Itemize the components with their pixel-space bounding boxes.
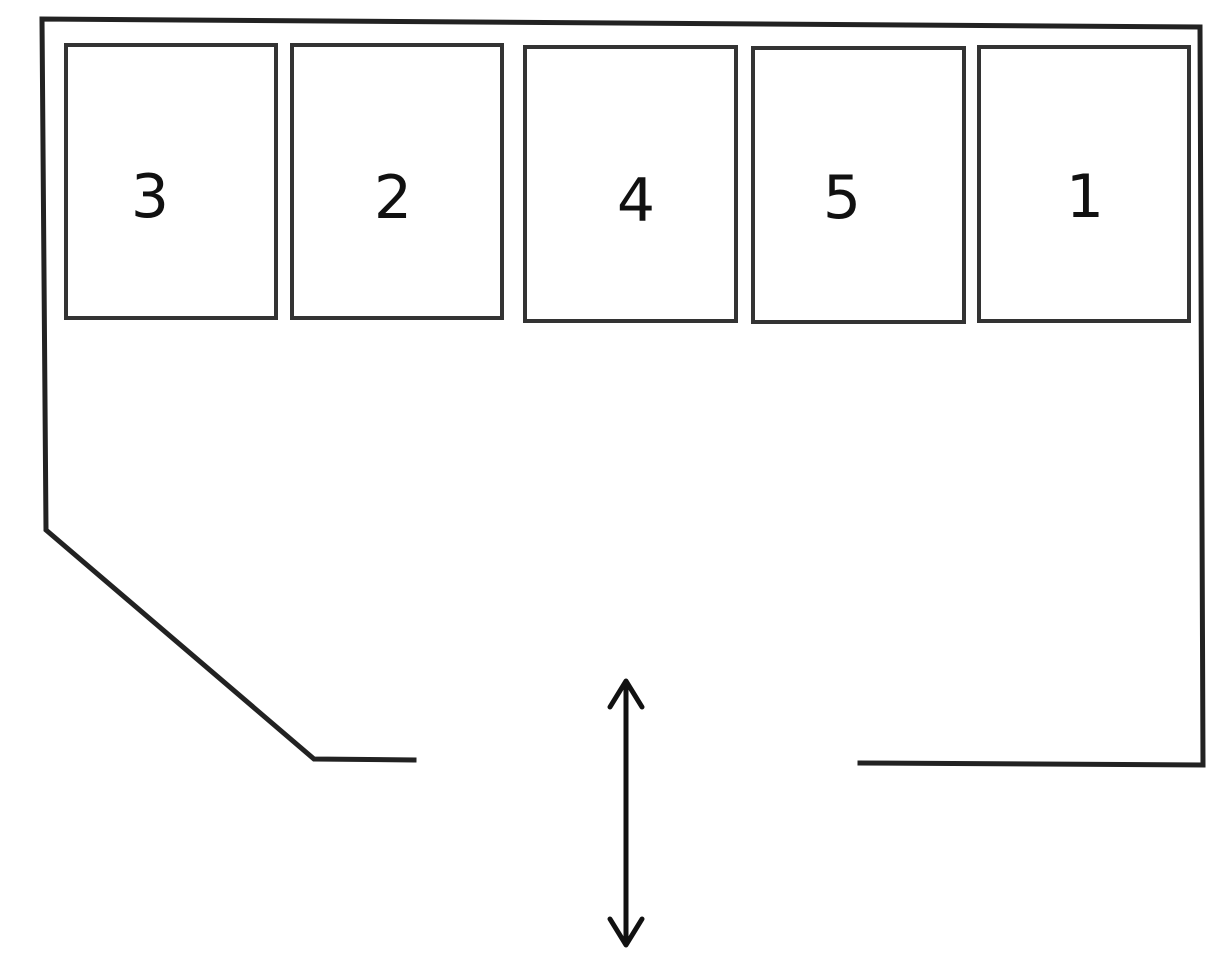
box-5-group: 1 <box>977 45 1191 323</box>
box-5 <box>977 45 1191 323</box>
box-4-group: 5 <box>751 46 966 324</box>
box-1 <box>64 43 278 320</box>
box-2-label: 2 <box>374 163 412 233</box>
arrow-head-up <box>607 678 645 710</box>
box-4-label: 5 <box>823 163 861 233</box>
box-3-group: 4 <box>523 45 738 323</box>
box-1-label: 3 <box>131 162 169 232</box>
box-4 <box>751 46 966 324</box>
box-5-label: 1 <box>1066 162 1104 232</box>
box-1-group: 3 <box>64 43 278 320</box>
box-3-label: 4 <box>617 166 655 236</box>
box-2-group: 2 <box>290 43 504 320</box>
box-2 <box>290 43 504 320</box>
double-headed-vertical-arrow-icon <box>607 678 645 948</box>
arrow-head-down <box>607 916 645 948</box>
box-3 <box>523 45 738 323</box>
room-outline-left <box>39 16 1206 768</box>
